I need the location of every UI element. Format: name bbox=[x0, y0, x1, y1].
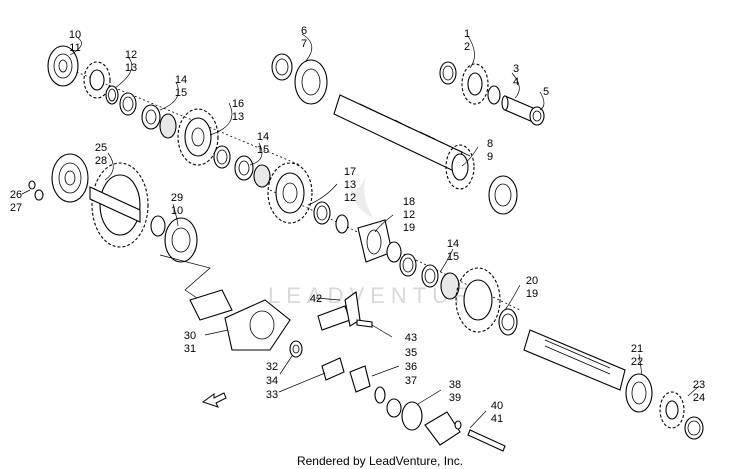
callout-2: 2 bbox=[464, 41, 470, 53]
callout-7: 7 bbox=[301, 38, 307, 50]
callout-12: 12 bbox=[125, 49, 137, 61]
callout-21: 21 bbox=[631, 343, 643, 355]
leader-lines bbox=[21, 33, 700, 429]
callout-4: 4 bbox=[513, 76, 519, 88]
callout-38: 38 bbox=[449, 379, 461, 391]
callout-32: 32 bbox=[266, 361, 278, 373]
callout-9: 9 bbox=[487, 151, 493, 163]
callout-27: 27 bbox=[10, 202, 22, 214]
watermark-text: LEADVENTURE bbox=[268, 283, 497, 308]
middle-gear-group bbox=[267, 162, 521, 336]
callout-14: 14 bbox=[257, 131, 269, 143]
callout-20: 20 bbox=[526, 275, 538, 287]
callout-18: 18 bbox=[403, 196, 415, 208]
callout-12: 12 bbox=[344, 192, 356, 204]
callout-1: 1 bbox=[464, 28, 470, 40]
top-right-gear-group bbox=[439, 61, 545, 126]
callout-26: 26 bbox=[10, 189, 22, 201]
callout-10: 10 bbox=[171, 205, 183, 217]
callout-13: 13 bbox=[232, 111, 244, 123]
callout-12: 12 bbox=[403, 209, 415, 221]
callout-15: 15 bbox=[257, 144, 269, 156]
callout-5: 5 bbox=[543, 86, 549, 98]
callout-22: 22 bbox=[631, 356, 643, 368]
callout-40: 40 bbox=[491, 400, 503, 412]
callout-25: 25 bbox=[95, 142, 107, 154]
callout-35: 35 bbox=[405, 347, 417, 359]
callout-15: 15 bbox=[447, 251, 459, 263]
upper-left-shaft-group bbox=[47, 45, 301, 188]
callout-41: 41 bbox=[491, 413, 503, 425]
callout-37: 37 bbox=[405, 375, 417, 387]
callout-36: 36 bbox=[405, 361, 417, 373]
callout-10: 10 bbox=[69, 29, 81, 41]
callout-19: 19 bbox=[526, 288, 538, 300]
callout-19: 19 bbox=[403, 222, 415, 234]
callout-16: 16 bbox=[232, 98, 244, 110]
front-direction-arrow-icon bbox=[201, 392, 227, 408]
callout-labels: 10 11 12 13 14 15 16 13 14 15 6 7 1 2 3 … bbox=[10, 25, 705, 425]
callout-29: 29 bbox=[171, 192, 183, 204]
credit-text: Rendered by LeadVenture, Inc. bbox=[297, 454, 463, 468]
callout-42: 42 bbox=[310, 293, 322, 305]
callout-17: 17 bbox=[344, 166, 356, 178]
callout-23: 23 bbox=[693, 379, 705, 391]
callout-11: 11 bbox=[69, 42, 80, 54]
callout-13: 13 bbox=[125, 62, 137, 74]
callout-28: 28 bbox=[95, 155, 107, 167]
main-shaft-group bbox=[271, 53, 518, 215]
callout-43: 43 bbox=[405, 332, 417, 344]
callout-3: 3 bbox=[513, 63, 519, 75]
housing-group bbox=[189, 289, 506, 452]
callout-14: 14 bbox=[175, 74, 187, 86]
callout-8: 8 bbox=[487, 138, 493, 150]
callout-39: 39 bbox=[449, 392, 461, 404]
callout-31: 31 bbox=[184, 343, 196, 355]
left-gear-group bbox=[28, 153, 211, 301]
callout-33: 33 bbox=[266, 389, 278, 401]
callout-30: 30 bbox=[184, 330, 196, 342]
callout-34: 34 bbox=[266, 375, 278, 387]
callout-24: 24 bbox=[693, 392, 705, 404]
output-shaft-group bbox=[523, 329, 704, 440]
callout-6: 6 bbox=[301, 25, 307, 37]
callout-15: 15 bbox=[175, 87, 187, 99]
callout-14: 14 bbox=[447, 238, 459, 250]
callout-13: 13 bbox=[344, 179, 356, 191]
